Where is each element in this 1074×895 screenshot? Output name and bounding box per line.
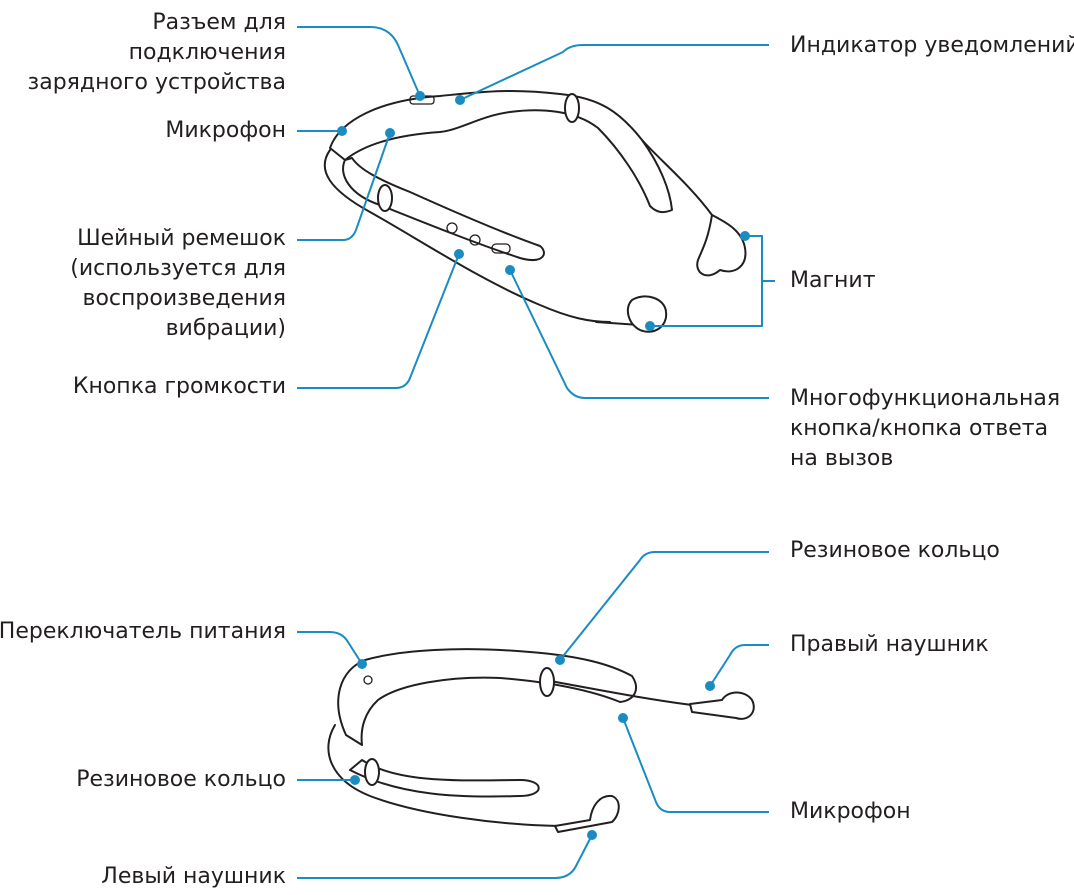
dot-magnet-upper [740,231,750,241]
dot-bottom-ring-left [350,775,360,785]
dot-multifunction [505,265,515,275]
bottom-right-earbud [690,693,754,719]
leader-volume-button [297,254,459,388]
label-line: подключения [28,38,286,68]
leader-lines [297,27,775,878]
leader-bottom-microphone [623,718,769,812]
label-power-switch: Переключатель питания [0,617,286,647]
leader-charging-connector [297,27,420,96]
leader-right-earbud [710,645,769,686]
label-line: Многофункциональная [790,384,1060,414]
label-volume-button: Кнопка громкости [73,372,286,402]
bottom-neckband-body [338,649,636,745]
leader-multifunction [510,270,769,398]
top-headset-illustration [325,91,746,332]
label-rubber-ring-top: Резиновое кольцо [790,536,1000,566]
label-charging-connector: Разъем для подключения зарядного устройс… [28,8,286,98]
dot-bottom-ring-top [555,655,565,665]
bottom-left-earbud [555,796,619,832]
dot-charging-connector [415,91,425,101]
label-notification-indicator: Индикатор уведомлений [790,31,1074,61]
label-multifunction-button: Многофункциональная кнопка/кнопка ответа… [790,384,1060,474]
top-front-arm [343,158,544,260]
label-line: (используется для [70,254,286,284]
dot-power-switch [357,659,367,669]
leader-bottom-ring-top [560,552,769,660]
label-right-earbud: Правый наушник [790,630,989,660]
top-ring-right [565,94,579,122]
label-line: Разъем для [28,8,286,38]
label-line: воспроизведения [70,284,286,314]
label-top-microphone: Микрофон [165,116,286,146]
dot-notification [455,95,465,105]
dot-bottom-microphone [618,713,628,723]
label-rubber-ring-left: Резиновое кольцо [76,765,286,795]
dot-neckband [385,128,395,138]
dot-left-earbud [587,830,597,840]
label-magnet: Магнит [790,266,876,296]
dot-top-microphone [337,126,347,136]
top-right-earbud [697,215,745,275]
label-left-earbud: Левый наушник [101,862,286,892]
label-line: Шейный ремешок [70,224,286,254]
label-neckband: Шейный ремешок (используется для воспрои… [70,224,286,344]
bottom-ring-left [365,759,379,785]
label-line: зарядного устройства [28,68,286,98]
leader-left-earbud [297,835,592,878]
label-line: на вызов [790,444,1060,474]
dot-right-earbud [705,681,715,691]
leader-power-switch [297,632,362,664]
label-bottom-microphone: Микрофон [790,797,911,827]
bottom-ring-top [540,668,554,696]
dot-magnet-lower [645,321,655,331]
bottom-headset-illustration [328,649,753,832]
label-line: кнопка/кнопка ответа [790,414,1060,444]
top-ring-left [378,185,392,211]
label-line: вибрации) [70,314,286,344]
dot-volume-button [454,249,464,259]
